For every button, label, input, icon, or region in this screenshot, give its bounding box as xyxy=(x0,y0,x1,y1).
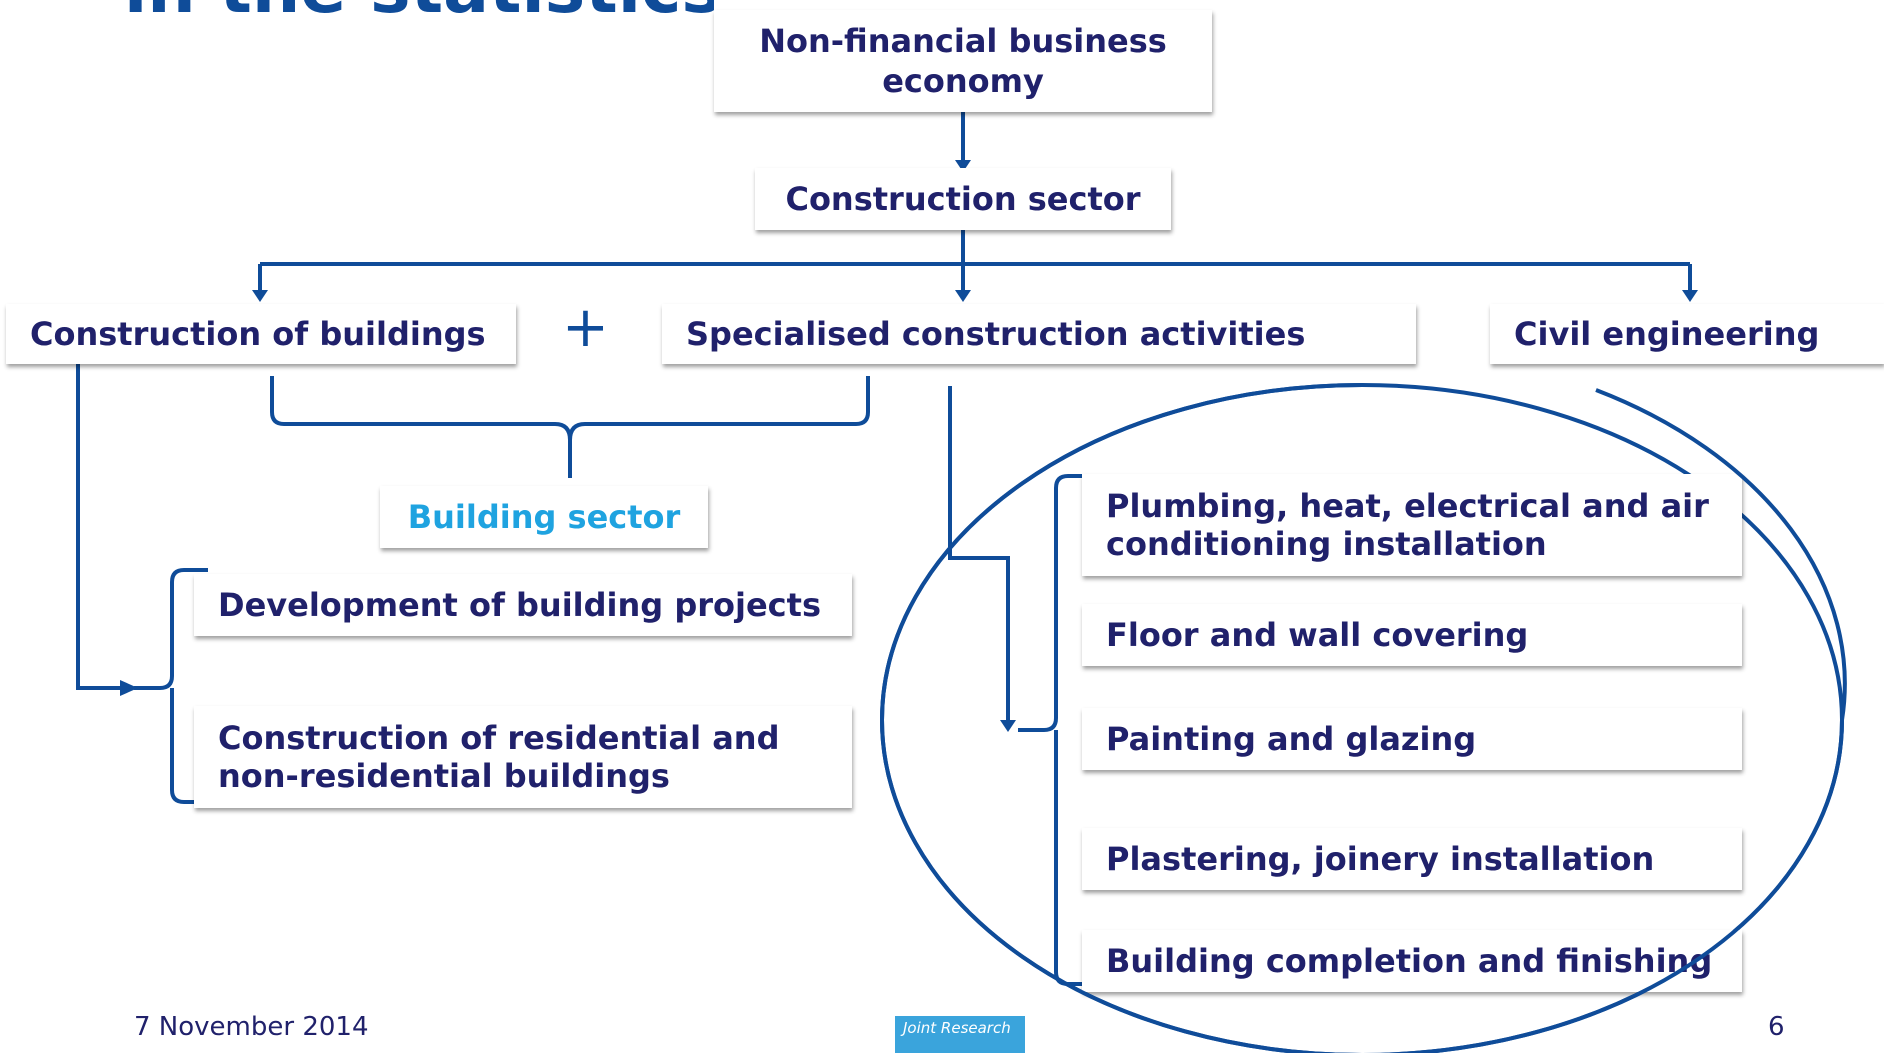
left-bracket xyxy=(134,568,208,804)
residential-buildings-box: Construction of residential and non-resi… xyxy=(194,706,852,808)
construction-of-buildings-box: Construction of buildings xyxy=(6,304,516,364)
civil-engineering-label: Civil engineering xyxy=(1514,315,1820,353)
specialised-item-label: Plumbing, heat, electrical and air condi… xyxy=(1106,487,1709,563)
non-financial-economy-box: Non-financial business economy xyxy=(714,10,1212,112)
civil-engineering-box: Civil engineering xyxy=(1490,304,1884,364)
specialised-item-label: Plastering, joinery installation xyxy=(1106,840,1655,878)
specialised-construction-box: Specialised construction activities xyxy=(662,304,1416,364)
footer-date: 7 November 2014 xyxy=(134,1012,369,1042)
specialised-construction-label: Specialised construction activities xyxy=(686,315,1306,353)
specialised-item-plumbing: Plumbing, heat, electrical and air condi… xyxy=(1082,474,1742,576)
right-connector xyxy=(948,386,1010,720)
page-number: 6 xyxy=(1768,1012,1785,1042)
residential-buildings-label: Construction of residential and non-resi… xyxy=(218,719,780,795)
specialised-item-painting: Painting and glazing xyxy=(1082,708,1742,770)
building-sector-label: Building sector xyxy=(407,498,681,536)
specialised-item-label: Floor and wall covering xyxy=(1106,616,1529,654)
development-projects-box: Development of building projects xyxy=(194,574,852,636)
specialised-item-plastering: Plastering, joinery installation xyxy=(1082,828,1742,890)
building-sector-box: Building sector xyxy=(380,486,708,548)
construction-of-buildings-label: Construction of buildings xyxy=(30,315,486,353)
construction-sector-box: Construction sector xyxy=(755,168,1171,230)
specialised-item-label: Painting and glazing xyxy=(1106,720,1477,758)
non-financial-economy-label: Non-financial business economy xyxy=(759,22,1167,100)
slide-title: in the statistics xyxy=(124,0,714,32)
specialised-item-label: Building completion and finishing xyxy=(1106,942,1713,980)
plus-sign: + xyxy=(562,295,609,360)
construction-sector-label: Construction sector xyxy=(785,180,1141,218)
jrc-logo: Joint Research xyxy=(895,1016,1025,1053)
specialised-item-completion: Building completion and finishing xyxy=(1082,930,1742,992)
left-connector xyxy=(76,362,126,690)
specialised-item-floor-wall: Floor and wall covering xyxy=(1082,604,1742,666)
development-projects-label: Development of building projects xyxy=(218,586,821,624)
building-sector-brace xyxy=(270,376,870,478)
